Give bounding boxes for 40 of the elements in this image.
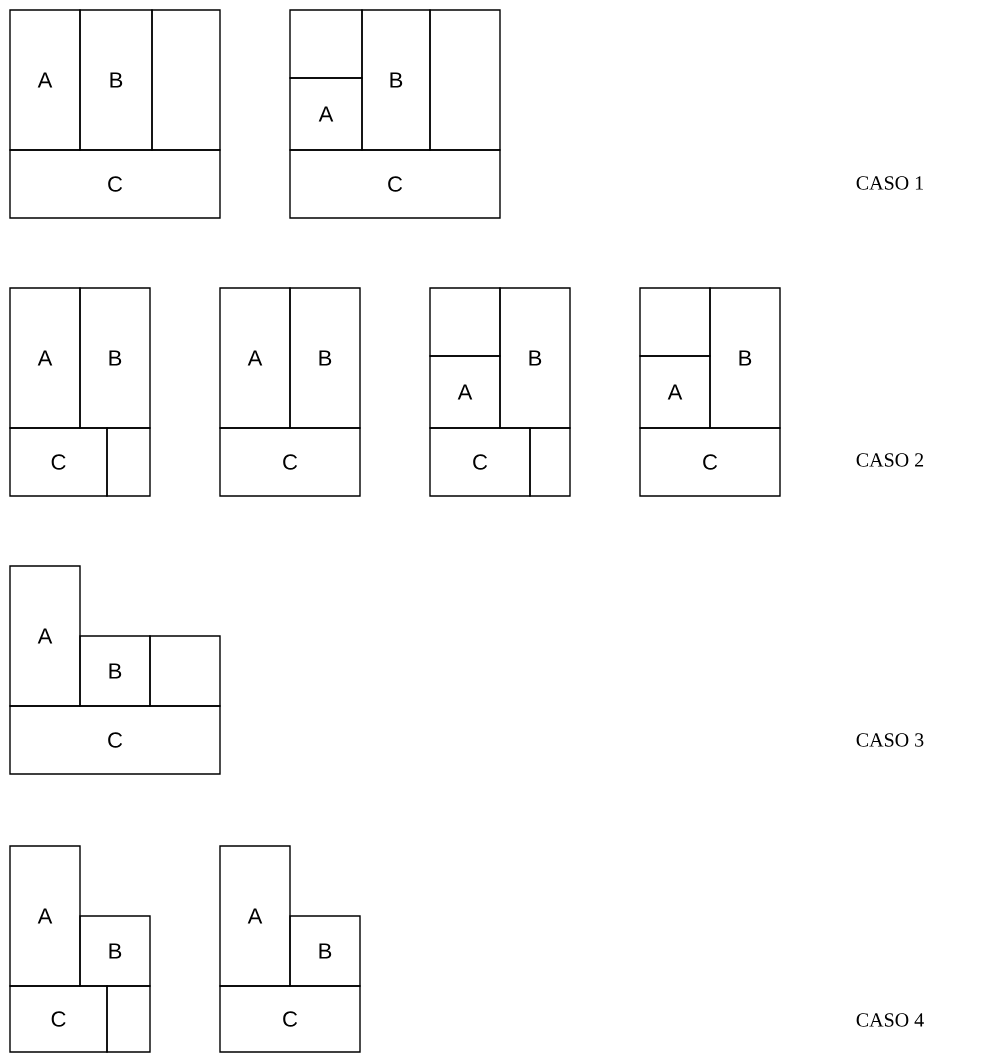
layout-cell: C <box>289 149 501 219</box>
layout-cell: B <box>79 9 153 151</box>
layout-cell: B <box>79 287 151 429</box>
layout-cell: B <box>289 915 361 987</box>
empty-cell <box>106 427 151 497</box>
layout-cell: B <box>79 635 151 707</box>
layout-cell: C <box>9 427 108 497</box>
case-label: CASO 3 <box>856 733 924 747</box>
layout-cell: B <box>709 287 781 429</box>
empty-cell <box>151 9 221 151</box>
layout-cell: C <box>9 705 221 775</box>
layout-cell: C <box>429 427 531 497</box>
layout-cell: A <box>289 77 363 151</box>
layout-cell: A <box>9 9 81 151</box>
layout-cell: C <box>639 427 781 497</box>
layout-cell: A <box>9 565 81 707</box>
layout-cell: B <box>361 9 431 151</box>
layout-cell: C <box>9 985 108 1053</box>
layout-cell: A <box>9 287 81 429</box>
layout-cell: C <box>9 149 221 219</box>
layout-cell: A <box>219 287 291 429</box>
layout-cell: A <box>9 845 81 987</box>
layout-cell: B <box>79 915 151 987</box>
layout-cell: B <box>499 287 571 429</box>
layout-cell: A <box>219 845 291 987</box>
case-label: CASO 1 <box>856 176 923 190</box>
layout-cell: A <box>429 355 501 429</box>
layout-cell: C <box>219 985 361 1053</box>
case-label: CASO 4 <box>856 1013 924 1027</box>
empty-cell <box>289 9 363 79</box>
layout-cell: B <box>289 287 361 429</box>
layout-cell: C <box>219 427 361 497</box>
empty-cell <box>639 287 711 357</box>
empty-cell <box>149 635 221 707</box>
empty-cell <box>106 985 151 1053</box>
empty-cell <box>429 287 501 357</box>
layout-cell: A <box>639 355 711 429</box>
empty-cell <box>529 427 571 497</box>
case-label: CASO 2 <box>856 453 924 467</box>
empty-cell <box>429 9 501 151</box>
